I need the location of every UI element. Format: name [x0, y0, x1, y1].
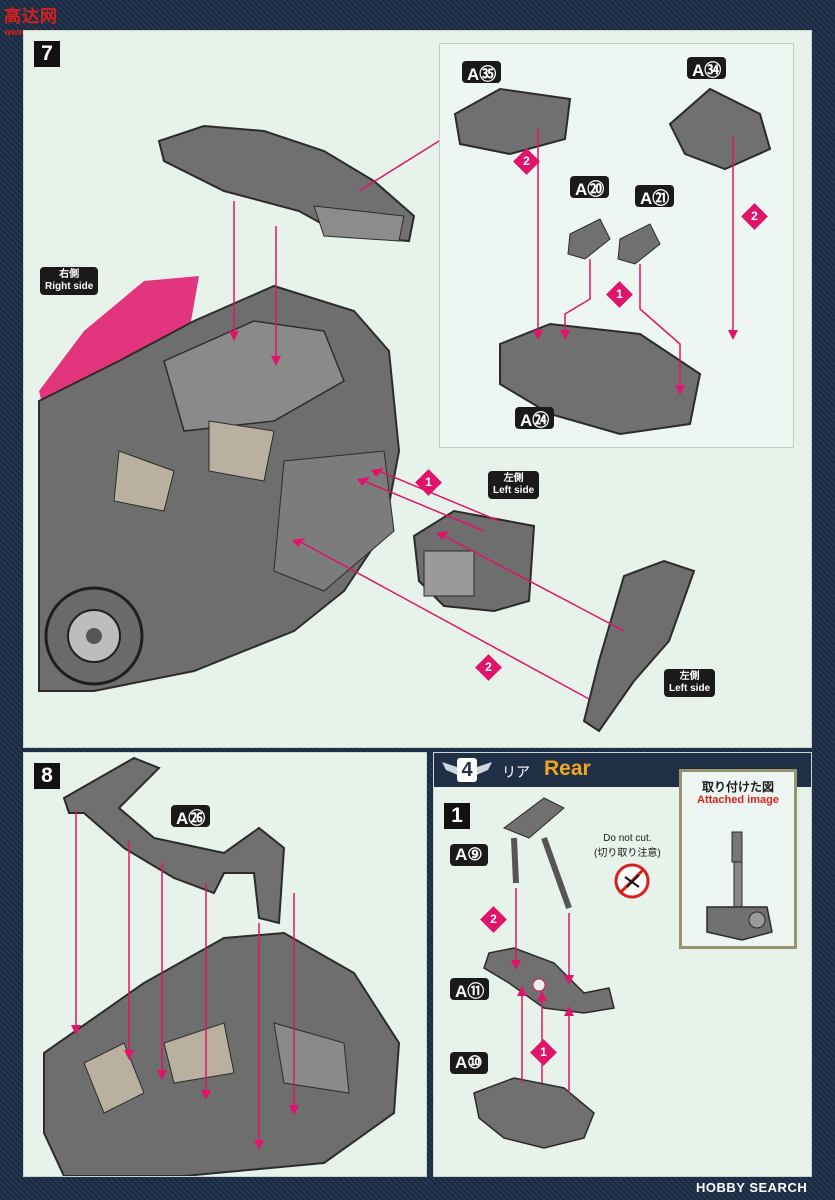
left-side-part-b: [582, 559, 696, 733]
wing-emblem-icon: [442, 758, 492, 782]
step-8-illustration: [43, 756, 401, 1176]
left-side-tag-2: 左側 Left side: [664, 669, 716, 697]
left-side-tag: 左側 Left side: [488, 471, 540, 499]
section-number: 4: [461, 759, 473, 781]
attached-image-box: 取り付けた図 Attached image: [679, 769, 797, 949]
part-a34-shape: [668, 87, 772, 171]
part-label-a35: A㉟: [462, 61, 502, 84]
section-title-jp: リア: [502, 764, 530, 780]
vehicle-side-panel: [273, 450, 395, 592]
vehicle-cockpit: [163, 320, 345, 432]
part-label-a11: A⑪: [450, 978, 490, 1001]
order-badge-2: 2: [741, 203, 768, 230]
part-a10-shape: [473, 1077, 595, 1149]
part-label-a10: A⑩: [450, 1052, 488, 1074]
step-number: 8: [34, 763, 60, 789]
step-7-illustration: [38, 124, 696, 733]
bottom-watermark: HOBBY SEARCH: [696, 1180, 808, 1195]
section-title-en: Rear: [544, 757, 591, 780]
part-label-a9: A⑨: [450, 844, 488, 866]
step-number: 7: [34, 41, 60, 67]
order-badge-2: 2: [513, 148, 540, 175]
step-8-panel: 8: [23, 752, 427, 1177]
detail-inset: A㉟ A㉞ A⑳ A㉑ A㉔ 2 2 1: [439, 43, 794, 448]
left-side-en: Left side: [493, 485, 535, 496]
left-side-jp: 左側: [679, 671, 700, 682]
part-label-a24: A㉔: [515, 407, 555, 430]
part-label-a26: A㉖: [171, 805, 211, 828]
order-badge-2: 2: [480, 906, 507, 933]
do-not-cut-jp: (切り取り注意): [594, 848, 661, 859]
right-side-en: Right side: [45, 281, 94, 292]
vehicle-window: [208, 420, 275, 482]
attached-title-jp: 取り付けた図: [701, 780, 774, 794]
part-label-a34: A㉞: [687, 57, 727, 80]
right-side-jp: 右側: [59, 269, 80, 280]
left-side-jp: 左側: [503, 473, 524, 484]
order-badge-1: 1: [415, 469, 442, 496]
right-side-tag: 右側 Right side: [40, 267, 99, 295]
part-a11-shape: [483, 947, 615, 1014]
rear-illustration: [473, 797, 650, 1149]
do-not-cut-en: Do not cut.: [603, 833, 652, 844]
part-a24-shape: [499, 322, 702, 436]
section-number-badge: 4: [442, 756, 492, 784]
inset-illustration: [453, 87, 772, 436]
part-label-a21: A㉑: [635, 185, 675, 208]
part-a35-shape: [453, 87, 572, 156]
step-7-panel: 7: [23, 30, 812, 748]
order-badge-2: 2: [475, 654, 502, 681]
watermark-logo-text: 高达网: [4, 7, 58, 26]
part-a21-shape: [617, 223, 661, 265]
part-a20-shape: [567, 218, 611, 260]
order-badge-1: 1: [606, 281, 633, 308]
part-a26-shape: [62, 756, 286, 925]
attached-title-en: Attached image: [697, 794, 779, 806]
vehicle-window: [113, 450, 175, 512]
no-cut-icon: [614, 863, 650, 899]
step-number: 1: [444, 803, 470, 829]
part-label-a20: A⑳: [570, 176, 610, 199]
rear-section-panel: 4 リア Rear 1 取り付けた図 Attached image: [433, 752, 812, 1177]
attached-illustration: [706, 831, 773, 941]
order-badge-1: 1: [530, 1039, 557, 1066]
left-side-en: Left side: [669, 683, 711, 694]
do-not-cut-note: Do not cut. (切り取り注意): [594, 833, 661, 859]
